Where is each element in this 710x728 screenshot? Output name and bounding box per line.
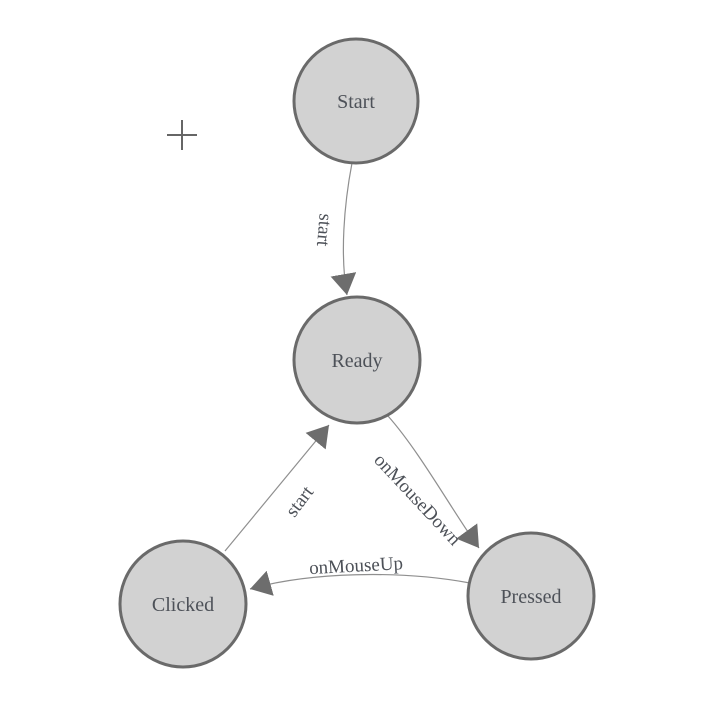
node-pressed-circle[interactable] [466,531,596,661]
edge-clicked-to-ready-label[interactable]: start [282,482,319,521]
edge-pressed-to-clicked-label[interactable]: onMouseUp [309,553,404,579]
edge-start-to-ready-label[interactable]: start [312,213,336,248]
edge-pressed-to-clicked[interactable]: onMouseUp [249,553,471,596]
node-clicked[interactable]: Clicked [118,539,248,669]
edge-pressed-to-clicked-line[interactable] [249,570,471,596]
node-pressed[interactable]: Pressed [466,531,596,661]
node-clicked-label: Clicked [152,594,214,616]
node-start[interactable]: Start [292,37,420,165]
node-ready-label: Ready [331,350,382,372]
edge-start-to-ready[interactable]: start [312,162,357,296]
edge-clicked-to-ready-line[interactable] [224,424,330,552]
plus-crosshair-icon [167,120,197,150]
node-start-circle[interactable] [292,37,420,165]
edge-ready-to-pressed[interactable]: onMouseDown [370,415,480,550]
edge-ready-to-pressed-label[interactable]: onMouseDown [370,450,466,550]
node-pressed-label: Pressed [500,586,561,608]
node-ready-circle[interactable] [292,295,422,425]
node-clicked-circle[interactable] [118,539,248,669]
edge-start-to-ready-line[interactable] [330,162,357,296]
edge-ready-to-pressed-line[interactable] [387,415,480,549]
node-start-label: Start [337,91,375,113]
node-ready[interactable]: Ready [292,295,422,425]
edge-clicked-to-ready[interactable]: start [224,424,330,552]
